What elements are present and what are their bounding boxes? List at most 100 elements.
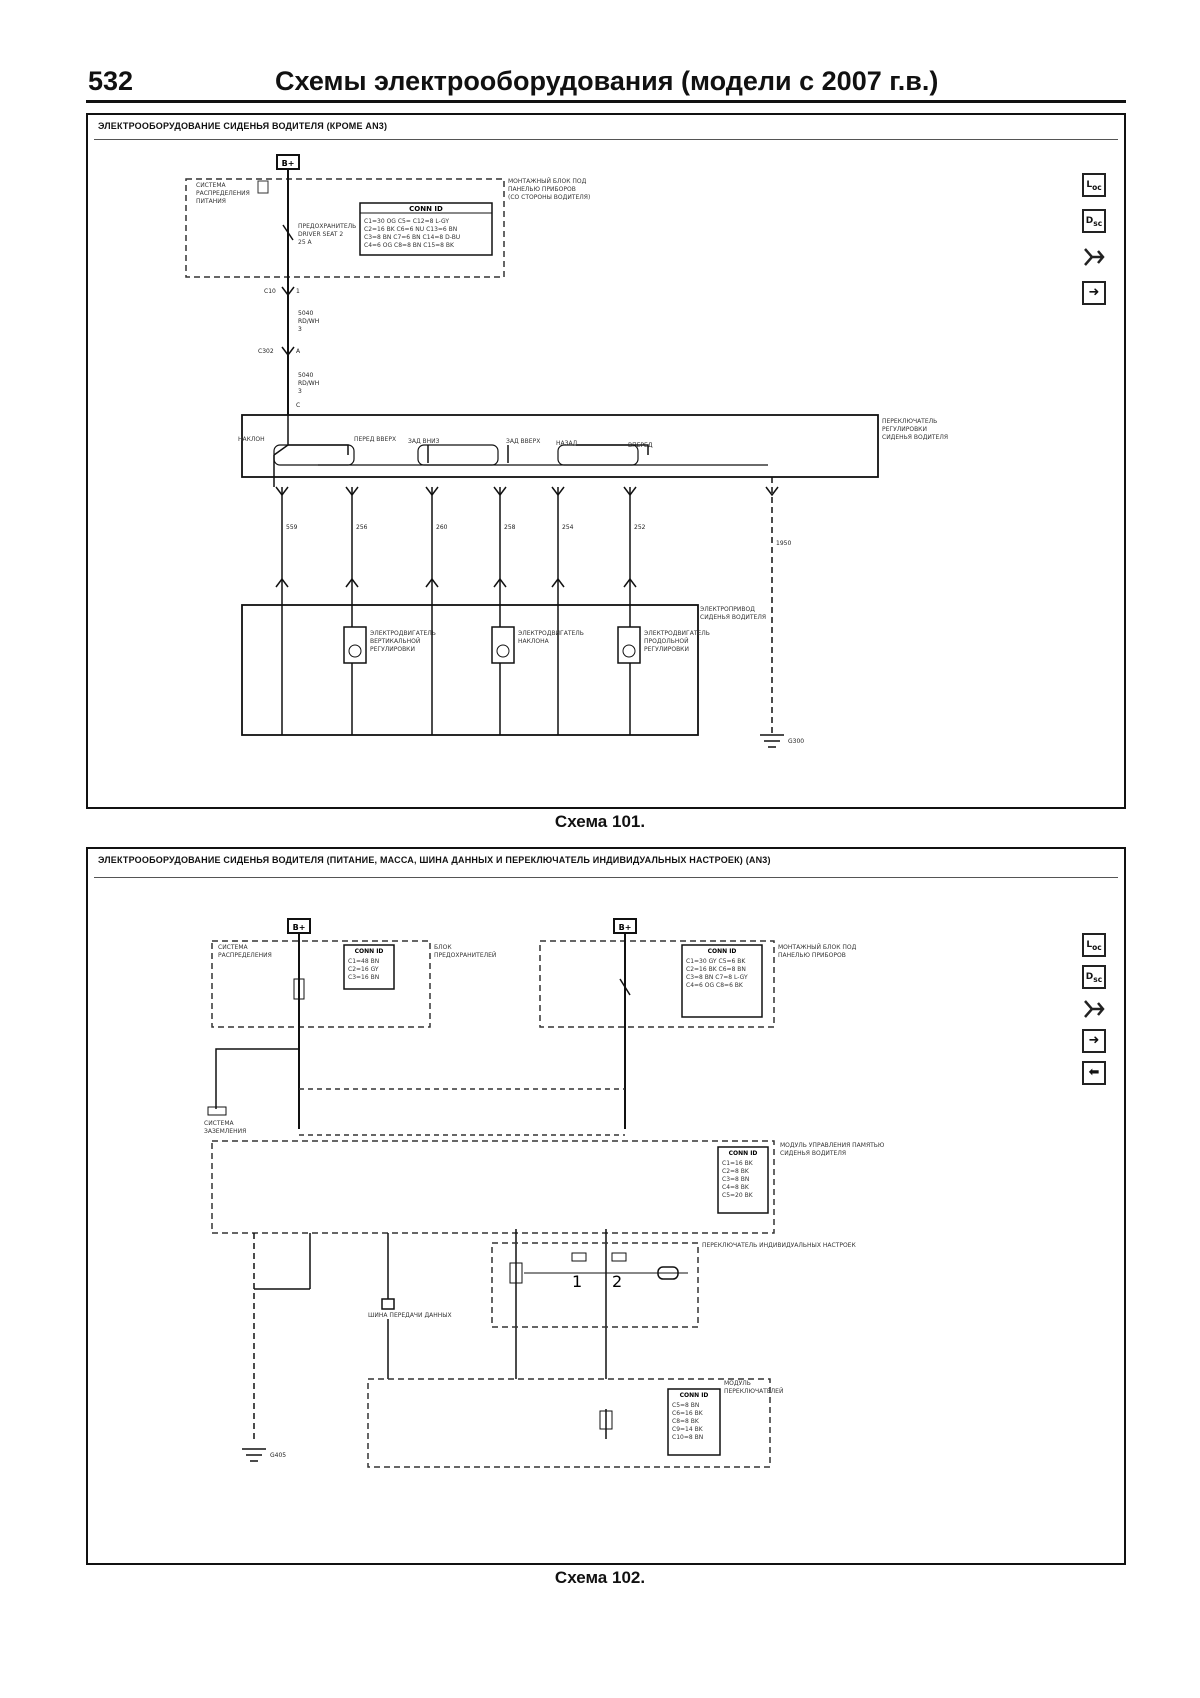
svg-text:МОНТАЖНЫЙ БЛОК ПОД: МОНТАЖНЫЙ БЛОК ПОД bbox=[778, 944, 857, 951]
svg-text:C1=30 OG C5= C12=8 L-GY: C1=30 OG C5= C12=8 L-GY bbox=[364, 218, 449, 225]
power-label: B+ bbox=[282, 159, 295, 168]
svg-text:СИДЕНЬЯ ВОДИТЕЛЯ: СИДЕНЬЯ ВОДИТЕЛЯ bbox=[882, 434, 948, 441]
svg-text:258: 258 bbox=[504, 524, 516, 531]
forward-label: ВПЕРЕД bbox=[628, 442, 653, 449]
svg-text:C1=48 BN: C1=48 BN bbox=[348, 958, 379, 965]
svg-text:НАКЛОНА: НАКЛОНА bbox=[518, 638, 550, 645]
desc-icon[interactable]: Dsc bbox=[1082, 965, 1106, 989]
svg-text:B+: B+ bbox=[619, 923, 632, 932]
svg-text:559: 559 bbox=[286, 524, 298, 531]
svg-text:C10: C10 bbox=[264, 288, 276, 295]
svg-text:ПИТАНИЯ: ПИТАНИЯ bbox=[196, 198, 226, 205]
svg-text:ЗАД ВВЕРХ: ЗАД ВВЕРХ bbox=[506, 438, 540, 445]
svg-text:ЭЛЕКТРОДВИГАТЕЛЬ: ЭЛЕКТРОДВИГАТЕЛЬ bbox=[370, 630, 436, 637]
svg-text:НАКЛОН: НАКЛОН bbox=[238, 436, 265, 443]
svg-text:25 A: 25 A bbox=[298, 239, 313, 246]
diagram-101-title: ЭЛЕКТРООБОРУДОВАНИЕ СИДЕНЬЯ ВОДИТЕЛЯ (КР… bbox=[98, 121, 388, 131]
svg-text:1: 1 bbox=[296, 288, 300, 295]
svg-text:254: 254 bbox=[562, 524, 574, 531]
svg-text:252: 252 bbox=[634, 524, 646, 531]
svg-text:ПРЕДОХРАНИТЕЛЕЙ: ПРЕДОХРАНИТЕЛЕЙ bbox=[434, 952, 496, 959]
wiring-icon[interactable] bbox=[1082, 245, 1106, 269]
svg-text:СИДЕНЬЯ ВОДИТЕЛЯ: СИДЕНЬЯ ВОДИТЕЛЯ bbox=[780, 1150, 846, 1157]
svg-text:ПАНЕЛЬЮ ПРИБОРОВ: ПАНЕЛЬЮ ПРИБОРОВ bbox=[508, 186, 576, 193]
svg-text:C2=16 GY: C2=16 GY bbox=[348, 966, 379, 973]
loc-icon[interactable]: Loc bbox=[1082, 933, 1106, 957]
svg-text:CONN ID: CONN ID bbox=[729, 1150, 758, 1157]
svg-text:DRIVER SEAT 2: DRIVER SEAT 2 bbox=[298, 231, 343, 238]
svg-text:C5=8 BN: C5=8 BN bbox=[672, 1402, 699, 1409]
svg-text:ЭЛЕКТРОДВИГАТЕЛЬ: ЭЛЕКТРОДВИГАТЕЛЬ bbox=[644, 630, 710, 637]
data-bus-label: ШИНА ПЕРЕДАЧИ ДАННЫХ bbox=[368, 1312, 452, 1319]
svg-text:ЭЛЕКТРОПРИВОД: ЭЛЕКТРОПРИВОД bbox=[700, 606, 755, 613]
svg-text:РАСПРЕДЕЛЕНИЯ: РАСПРЕДЕЛЕНИЯ bbox=[218, 952, 272, 959]
svg-text:ВЕРТИКАЛЬНОЙ: ВЕРТИКАЛЬНОЙ bbox=[370, 638, 420, 645]
svg-text:C3=8 BN: C3=8 BN bbox=[722, 1176, 749, 1183]
arrow-right-icon[interactable]: ➜ bbox=[1082, 281, 1106, 305]
svg-text:РЕГУЛИРОВКИ: РЕГУЛИРОВКИ bbox=[644, 646, 689, 653]
svg-text:A: A bbox=[296, 348, 301, 355]
svg-text:СИДЕНЬЯ ВОДИТЕЛЯ: СИДЕНЬЯ ВОДИТЕЛЯ bbox=[700, 614, 766, 621]
svg-text:C4=8 BK: C4=8 BK bbox=[722, 1184, 750, 1191]
diagram-101-title-rule bbox=[94, 139, 1118, 140]
arrow-left-icon[interactable]: ⬅ bbox=[1082, 1061, 1106, 1085]
svg-text:РЕГУЛИРОВКИ: РЕГУЛИРОВКИ bbox=[882, 426, 927, 433]
diagram-102-title: ЭЛЕКТРООБОРУДОВАНИЕ СИДЕНЬЯ ВОДИТЕЛЯ (ПИ… bbox=[98, 855, 771, 865]
svg-text:МОДУЛЬ УПРАВЛЕНИЯ ПАМЯТЬЮ: МОДУЛЬ УПРАВЛЕНИЯ ПАМЯТЬЮ bbox=[780, 1142, 885, 1149]
svg-text:C10=8 BN: C10=8 BN bbox=[672, 1434, 703, 1441]
svg-text:1: 1 bbox=[572, 1272, 582, 1291]
desc-icon[interactable]: Dsc bbox=[1082, 209, 1106, 233]
svg-text:CONN ID: CONN ID bbox=[708, 948, 737, 955]
fuse-block bbox=[185, 178, 505, 278]
diagram-102-caption: Схема 102. bbox=[554, 1568, 646, 1587]
svg-text:НАЗАД: НАЗАД bbox=[556, 440, 578, 447]
svg-text:C6=16 BK: C6=16 BK bbox=[672, 1410, 704, 1417]
svg-text:B+: B+ bbox=[293, 923, 306, 932]
svg-text:C4=6 OG C8=8 BN C15=8 BK: C4=6 OG C8=8 BN C15=8 BK bbox=[364, 242, 455, 249]
svg-text:ЗАЗЕМЛЕНИЯ: ЗАЗЕМЛЕНИЯ bbox=[204, 1128, 246, 1135]
ground-label-102: G405 bbox=[270, 1452, 286, 1459]
svg-text:C9=14 BK: C9=14 BK bbox=[672, 1426, 704, 1433]
svg-text:C: C bbox=[296, 402, 300, 409]
svg-text:ПЕРЕД ВВЕРХ: ПЕРЕД ВВЕРХ bbox=[354, 436, 396, 443]
svg-text:C5=20 BK: C5=20 BK bbox=[722, 1192, 754, 1199]
svg-text:C4=6 OG C8=6 BK: C4=6 OG C8=6 BK bbox=[686, 982, 744, 989]
svg-text:C1=16 BK: C1=16 BK bbox=[722, 1160, 754, 1167]
svg-text:C3=16 BN: C3=16 BN bbox=[348, 974, 379, 981]
motor-assembly bbox=[241, 604, 699, 736]
svg-text:ПРЕДОХРАНИТЕЛЬ: ПРЕДОХРАНИТЕЛЬ bbox=[298, 223, 356, 230]
svg-text:C1=30 GY C5=6 BK: C1=30 GY C5=6 BK bbox=[686, 958, 746, 965]
svg-text:3: 3 bbox=[298, 326, 302, 333]
svg-text:БЛОК: БЛОК bbox=[434, 944, 452, 951]
svg-text:(СО СТОРОНЫ ВОДИТЕЛЯ): (СО СТОРОНЫ ВОДИТЕЛЯ) bbox=[508, 194, 590, 201]
svg-text:ПЕРЕКЛЮЧАТЕЛЬ ИНДИВИДУАЛЬНЫХ Н: ПЕРЕКЛЮЧАТЕЛЬ ИНДИВИДУАЛЬНЫХ НАСТРОЕК bbox=[702, 1242, 856, 1249]
svg-text:C2=16 BK C6=6 NU C13=6 BN: C2=16 BK C6=6 NU C13=6 BN bbox=[364, 226, 457, 233]
svg-text:ПАНЕЛЬЮ ПРИБОРОВ: ПАНЕЛЬЮ ПРИБОРОВ bbox=[778, 952, 846, 959]
svg-text:СИСТЕМА: СИСТЕМА bbox=[196, 182, 227, 189]
svg-text:C2=8 BK: C2=8 BK bbox=[722, 1168, 750, 1175]
svg-text:C302: C302 bbox=[258, 348, 274, 355]
loc-icon[interactable]: Loc bbox=[1082, 173, 1106, 197]
seat-switch-block bbox=[241, 414, 879, 478]
svg-text:256: 256 bbox=[356, 524, 368, 531]
wiring-icon[interactable] bbox=[1082, 997, 1106, 1021]
arrow-right-icon[interactable]: ➜ bbox=[1082, 1029, 1106, 1053]
svg-text:ПЕРЕКЛЮЧАТЕЛЕЙ: ПЕРЕКЛЮЧАТЕЛЕЙ bbox=[724, 1388, 783, 1395]
svg-text:C3=8 BN C7=8 L-GY: C3=8 BN C7=8 L-GY bbox=[686, 974, 748, 981]
diagram-102-title-rule bbox=[94, 877, 1118, 878]
svg-text:260: 260 bbox=[436, 524, 448, 531]
svg-text:ЭЛЕКТРОДВИГАТЕЛЬ: ЭЛЕКТРОДВИГАТЕЛЬ bbox=[518, 630, 584, 637]
svg-text:МОДУЛЬ: МОДУЛЬ bbox=[724, 1380, 751, 1387]
svg-text:ПЕРЕКЛЮЧАТЕЛЬ: ПЕРЕКЛЮЧАТЕЛЬ bbox=[882, 418, 937, 425]
svg-text:C2=16 BK C6=8 BN: C2=16 BK C6=8 BN bbox=[686, 966, 746, 973]
svg-text:C3=8 BN C7=6 BN C14=8 D-BU: C3=8 BN C7=6 BN C14=8 D-BU bbox=[364, 234, 460, 241]
svg-text:ЗАД ВНИЗ: ЗАД ВНИЗ bbox=[408, 438, 440, 445]
svg-text:РЕГУЛИРОВКИ: РЕГУЛИРОВКИ bbox=[370, 646, 415, 653]
svg-text:3: 3 bbox=[298, 388, 302, 395]
svg-text:RD/WH: RD/WH bbox=[298, 380, 319, 387]
svg-text:CONN ID: CONN ID bbox=[355, 948, 384, 955]
